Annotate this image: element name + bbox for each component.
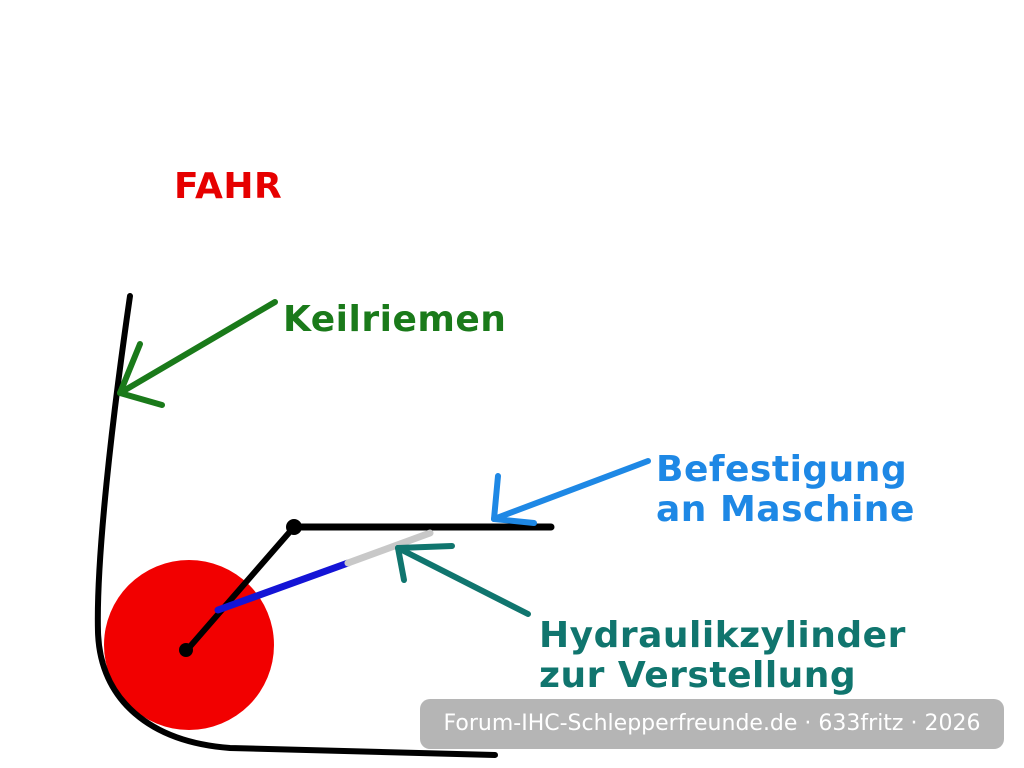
hydraulic-cylinder-rod	[344, 529, 434, 567]
label-keilriemen: Keilriemen	[283, 299, 507, 340]
label-befestigung-line1: Befestigung	[656, 449, 908, 490]
arrow-befestigung-icon	[491, 458, 651, 526]
arrow-keilriemen-icon	[117, 299, 278, 408]
arrow-hydraulik-icon	[395, 543, 531, 617]
tensioner-arm	[184, 524, 297, 653]
pivot-point-top	[286, 519, 302, 535]
label-befestigung-line2: an Maschine	[656, 489, 915, 531]
pivot-point-pulley	[179, 643, 193, 657]
watermark-credit: Forum-IHC-Schlepperfreunde.de · 633fritz…	[420, 699, 1004, 749]
label-befestigung: Befestigung an Maschine	[656, 449, 915, 531]
label-keilriemen-text: Keilriemen	[283, 299, 507, 340]
label-hydraulik: Hydraulikzylinder zur Verstellung	[539, 615, 906, 697]
label-fahr-text: FAHR	[174, 166, 283, 207]
v-belt-line	[94, 293, 498, 758]
label-fahr: FAHR	[174, 166, 283, 207]
label-hydraulik-line1: Hydraulikzylinder	[539, 615, 906, 656]
hydraulic-cylinder-body	[214, 559, 352, 614]
label-hydraulik-line2: zur Verstellung	[539, 655, 857, 697]
